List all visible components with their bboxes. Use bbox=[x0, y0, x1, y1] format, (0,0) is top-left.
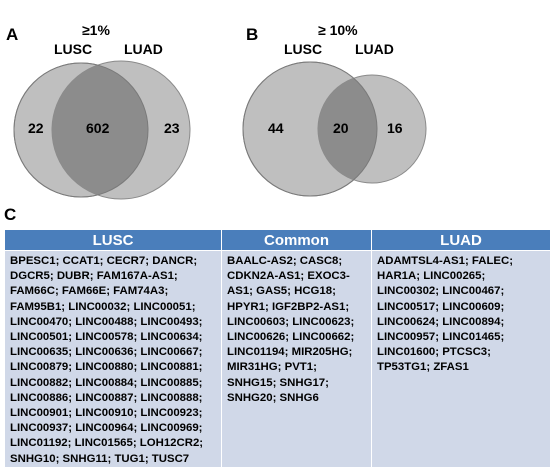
table-header-luad: LUAD bbox=[372, 230, 550, 251]
gene-table: LUSC Common LUAD BPESC1; CCAT1; CECR7; D… bbox=[4, 229, 550, 468]
venn-a-lusc-label: LUSC bbox=[54, 41, 92, 57]
venn-a-luad-count: 23 bbox=[164, 120, 180, 136]
table-header-row: LUSC Common LUAD bbox=[5, 230, 550, 251]
lusc-gene-list: BPESC1; CCAT1; CECR7; DANCR; DGCR5; DUBR… bbox=[5, 251, 222, 468]
venn-a-threshold: ≥1% bbox=[82, 22, 110, 38]
table-header-common: Common bbox=[222, 230, 372, 251]
venn-b-lusc-label: LUSC bbox=[284, 41, 322, 57]
table-header-lusc: LUSC bbox=[5, 230, 222, 251]
venn-b-threshold: ≥ 10% bbox=[318, 22, 358, 38]
venn-b-common-count: 20 bbox=[333, 120, 349, 136]
table-row: BPESC1; CCAT1; CECR7; DANCR; DGCR5; DUBR… bbox=[5, 251, 550, 468]
common-gene-list: BAALC-AS2; CASC8; CDKN2A-AS1; EXOC3-AS1;… bbox=[222, 251, 372, 468]
venn-a-luad-label: LUAD bbox=[124, 41, 163, 57]
venn-b-luad-label: LUAD bbox=[355, 41, 394, 57]
venn-b-lusc-count: 44 bbox=[268, 120, 284, 136]
venn-a-common-count: 602 bbox=[86, 120, 109, 136]
venn-b-luad-count: 16 bbox=[387, 120, 403, 136]
venn-a-lusc-count: 22 bbox=[28, 120, 44, 136]
luad-gene-list: ADAMTSL4-AS1; FALEC; HAR1A; LINC00265; L… bbox=[372, 251, 550, 468]
